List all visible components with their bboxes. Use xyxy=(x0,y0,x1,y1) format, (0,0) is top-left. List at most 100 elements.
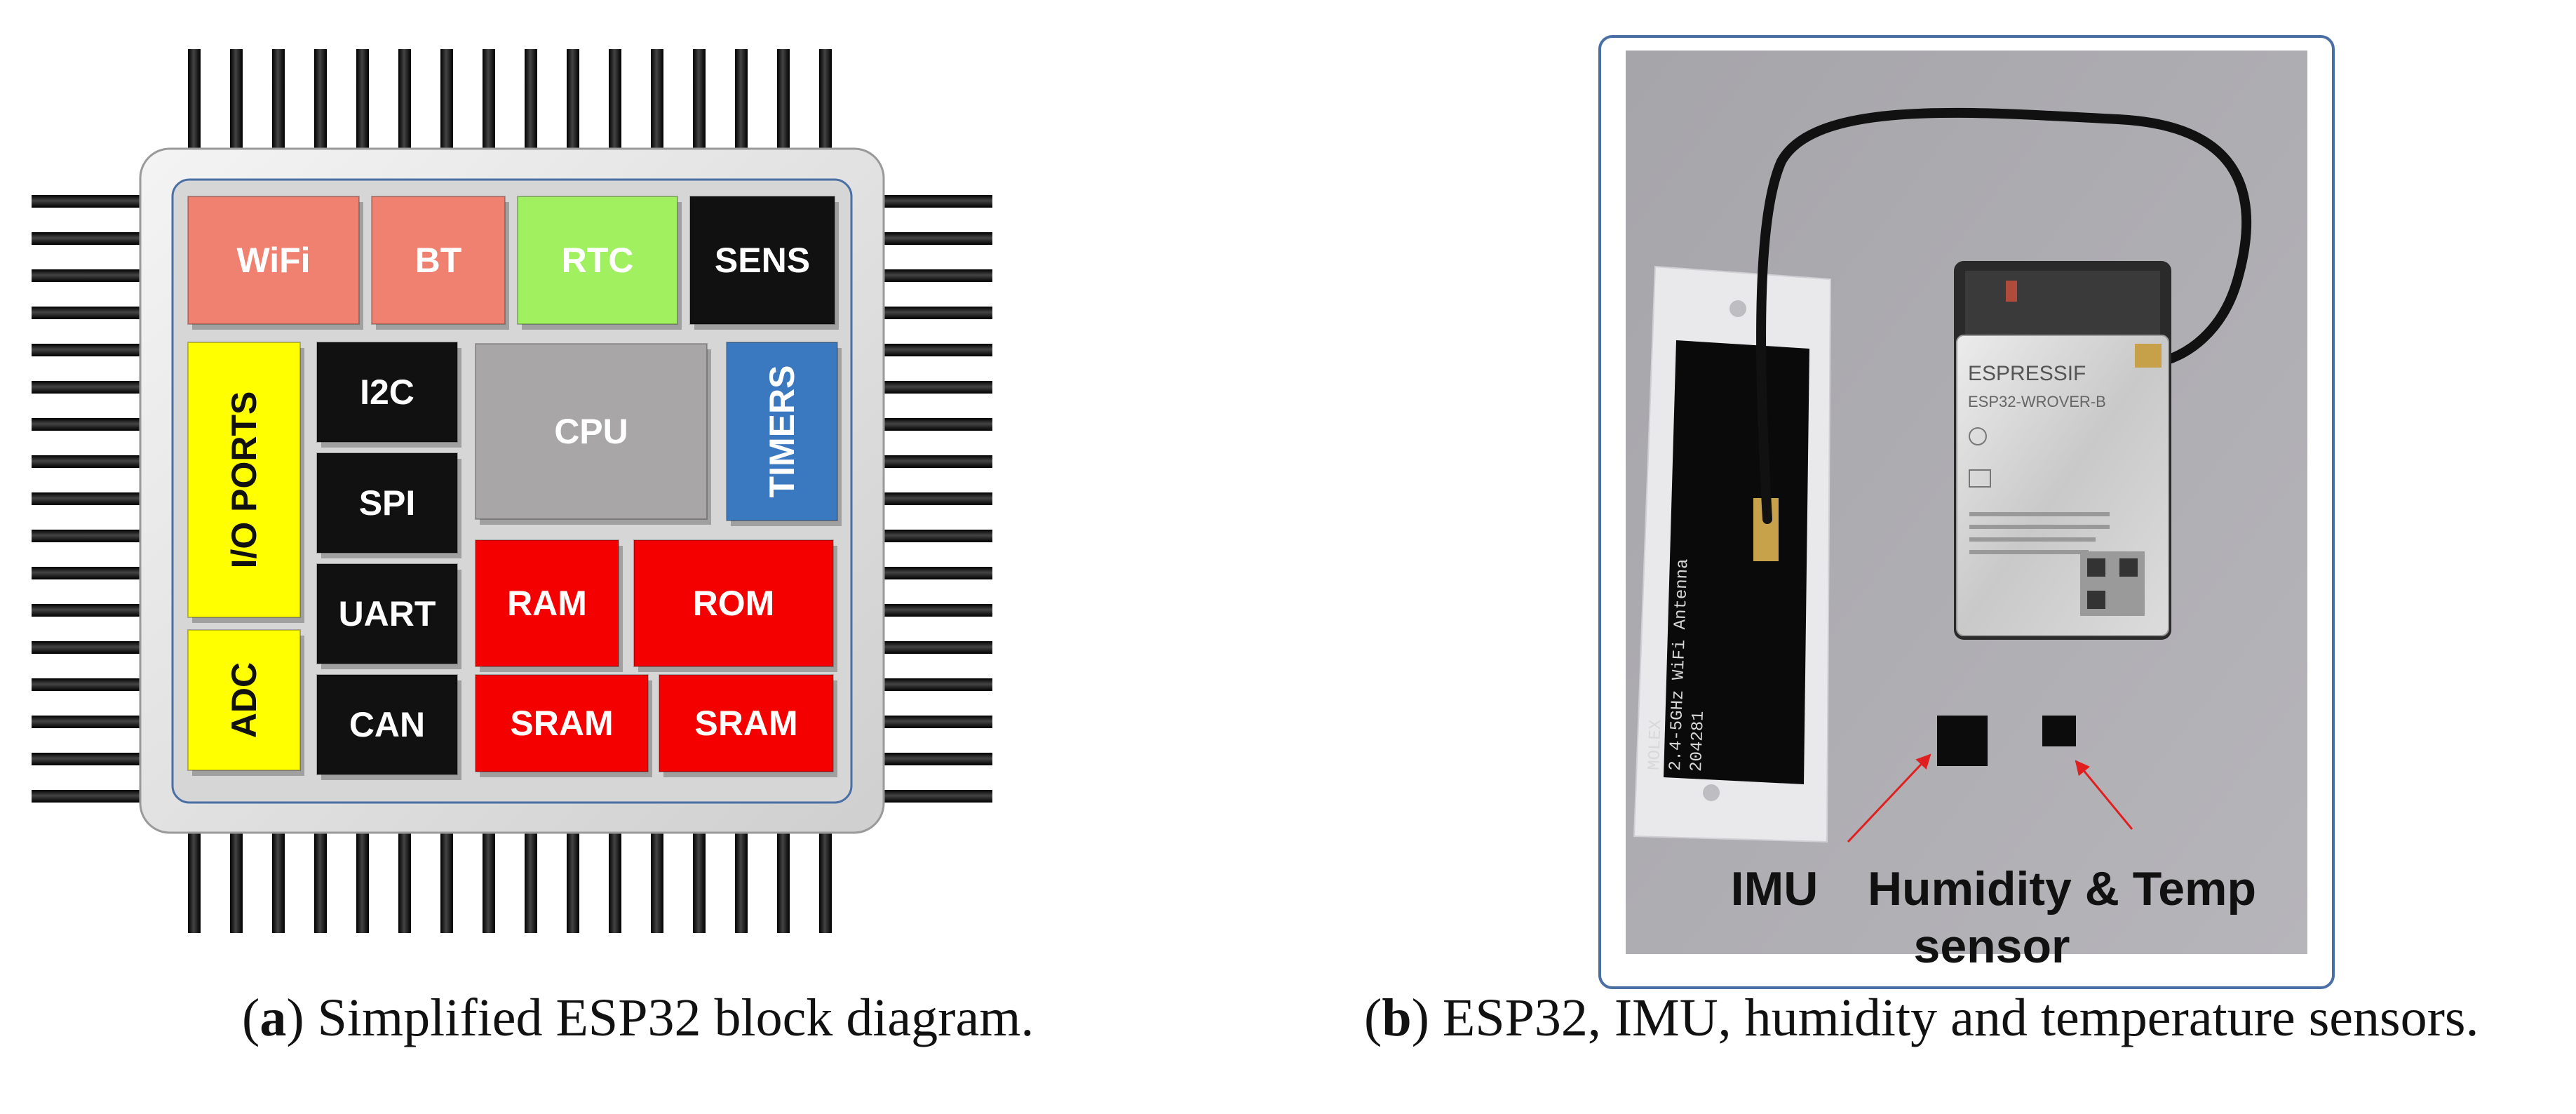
block-i2c-label: I2C xyxy=(360,373,414,412)
block-adc: ADC xyxy=(187,629,304,776)
block-rtc-label: RTC xyxy=(562,241,634,280)
pin-left xyxy=(32,604,144,617)
chip-pins xyxy=(32,49,992,933)
pin-bottom xyxy=(777,828,790,933)
pin-top xyxy=(356,49,369,154)
block-sens-box xyxy=(689,196,835,325)
block-cpu-box xyxy=(475,343,708,520)
pin-right xyxy=(880,381,992,394)
pin-right xyxy=(880,753,992,765)
block-can: CAN xyxy=(316,674,461,780)
block-rtc: RTC xyxy=(517,196,682,330)
pin-bottom xyxy=(819,828,832,933)
pin-left xyxy=(32,790,144,803)
pin-right xyxy=(880,418,992,431)
block-adc-box xyxy=(187,629,301,771)
pin-top xyxy=(525,49,537,154)
pin-bottom xyxy=(651,828,663,933)
block-timers: TIMERS xyxy=(726,342,842,526)
antenna: MOLEX 2.4-5GHz WiFi Antenna 204281 xyxy=(1633,265,1832,843)
chip-blocks: WiFi BT RTC SENS I/O PORTS ADC I2C SPI UART CAN CP… xyxy=(187,196,842,780)
pin-right xyxy=(880,455,992,468)
caption-a-text: Simplified ESP32 block diagram. xyxy=(304,988,1034,1047)
block-sram-2: SRAM xyxy=(659,674,837,777)
block-adc-label: ADC xyxy=(224,662,264,738)
block-rtc-box xyxy=(517,196,678,325)
block-cpu-label: CPU xyxy=(554,412,628,451)
photo-panel: MOLEX 2.4-5GHz WiFi Antenna 204281 ESPRE… xyxy=(1598,35,2335,989)
block-wifi-label: WiFi xyxy=(236,241,310,280)
block-sens-label: SENS xyxy=(715,241,810,280)
block-rom-label: ROM xyxy=(693,584,775,623)
pin-left xyxy=(32,716,144,728)
pin-top xyxy=(272,49,285,154)
humidity-label-line2: sensor xyxy=(1914,920,2070,973)
pin-right xyxy=(880,307,992,319)
block-ram-label: RAM xyxy=(507,584,587,623)
pin-top xyxy=(777,49,790,154)
antenna-text-1: MOLEX xyxy=(1645,719,1666,770)
block-bt-box xyxy=(371,196,506,325)
pin-top xyxy=(398,49,411,154)
pin-bottom xyxy=(398,828,411,933)
block-bt-label: BT xyxy=(415,241,462,280)
pin-bottom xyxy=(525,828,537,933)
pin-left xyxy=(32,195,144,208)
block-io-ports-box xyxy=(187,342,301,618)
block-uart-box xyxy=(316,563,458,664)
block-cpu: CPU xyxy=(475,343,711,525)
pin-right xyxy=(880,530,992,542)
block-spi-label: SPI xyxy=(359,483,416,523)
pin-bottom xyxy=(567,828,579,933)
pin-left xyxy=(32,232,144,245)
humidity-label-line1: Humidity & Temp xyxy=(1868,862,2256,915)
block-can-box xyxy=(316,674,458,775)
caption-b-text: ESP32, IMU, humidity and temperature sen… xyxy=(1429,988,2479,1047)
pin-right xyxy=(880,269,992,282)
block-spi: SPI xyxy=(316,452,461,558)
pin-right xyxy=(880,678,992,691)
pin-bottom xyxy=(735,828,748,933)
pin-right xyxy=(880,641,992,654)
pin-left xyxy=(32,418,144,431)
pin-left xyxy=(32,269,144,282)
pin-top xyxy=(651,49,663,154)
pin-bottom xyxy=(188,828,201,933)
caption-b: (b) ESP32, IMU, humidity and temperature… xyxy=(1364,988,2479,1047)
esp32-module: ESPRESSIF ESP32-WROVER-B xyxy=(1954,261,2171,640)
pin-bottom xyxy=(356,828,369,933)
pin-right xyxy=(880,716,992,728)
pin-bottom xyxy=(609,828,621,933)
block-uart-label: UART xyxy=(339,594,436,633)
caption-a: (a) Simplified ESP32 block diagram. xyxy=(242,988,1034,1047)
pin-left xyxy=(32,381,144,394)
pin-top xyxy=(230,49,243,154)
block-io-ports: I/O PORTS xyxy=(187,342,304,623)
block-rom-box xyxy=(633,539,834,667)
pin-bottom xyxy=(314,828,327,933)
pin-top xyxy=(188,49,201,154)
pin-top xyxy=(567,49,579,154)
pin-left xyxy=(32,344,144,356)
pin-right xyxy=(880,195,992,208)
block-i2c: I2C xyxy=(316,342,461,448)
block-ram-box xyxy=(475,539,619,667)
pin-top xyxy=(735,49,748,154)
pin-right xyxy=(880,344,992,356)
pin-top xyxy=(609,49,621,154)
pin-left xyxy=(32,530,144,542)
block-io-ports-label: I/O PORTS xyxy=(224,391,264,569)
pin-left xyxy=(32,567,144,579)
pin-bottom xyxy=(693,828,706,933)
block-can-label: CAN xyxy=(349,705,425,744)
pin-right xyxy=(880,492,992,505)
block-sram-2-box xyxy=(659,674,834,772)
pin-right xyxy=(880,567,992,579)
pin-top xyxy=(314,49,327,154)
pin-left xyxy=(32,641,144,654)
module-brand: ESPRESSIF xyxy=(1968,362,2086,385)
pin-bottom xyxy=(272,828,285,933)
caption-a-letter: a xyxy=(259,988,287,1047)
block-bt: BT xyxy=(371,196,509,330)
